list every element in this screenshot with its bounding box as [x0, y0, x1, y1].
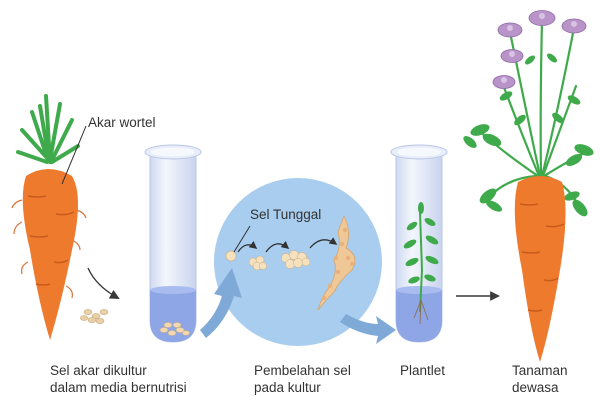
label-step2-line2: pada kultur	[254, 380, 321, 395]
mature-carrot-plant	[463, 10, 594, 362]
label-sel-tunggal: Sel Tunggal	[250, 207, 322, 222]
label-step4-line1: Tanaman	[512, 363, 568, 378]
label-step4: Tanaman dewasa	[512, 362, 568, 396]
cell-cluster-medium	[281, 250, 311, 269]
single-cell	[225, 250, 237, 262]
plantlet	[403, 202, 439, 325]
cells-in-medium-1	[159, 322, 190, 336]
carrot-flowers	[492, 10, 587, 89]
carrot-leaves	[16, 94, 80, 164]
carrot-root-illustration	[11, 94, 87, 340]
test-tube-2	[390, 144, 448, 343]
label-step4-line2: dewasa	[512, 380, 559, 395]
label-step2: Pembelahan sel pada kultur	[254, 362, 351, 396]
arrow-carrot-to-cells	[87, 267, 120, 299]
loose-root-cells	[80, 309, 109, 324]
arrow-circle-to-tube2	[340, 314, 396, 344]
label-step1-line1: Sel akar dikultur	[50, 363, 147, 378]
label-step1: Sel akar dikultur dalam media bernutrisi	[50, 362, 187, 396]
sel-tunggal-pointer	[233, 225, 251, 253]
label-step1-line2: dalam media bernutrisi	[50, 380, 187, 395]
label-akar-wortel: Akar wortel	[88, 115, 156, 130]
label-step2-line1: Pembelahan sel	[254, 363, 351, 378]
callus-tissue	[317, 215, 356, 311]
test-tube-1	[144, 144, 202, 343]
division-arrow-3	[309, 237, 338, 249]
cell-cluster-small	[248, 255, 267, 271]
arrow-tube1-to-circle	[200, 268, 242, 338]
division-arrow-1	[237, 241, 258, 253]
label-step3: Plantlet	[400, 363, 446, 378]
akar-wortel-pointer	[61, 125, 87, 185]
carrot-body	[22, 169, 78, 340]
division-arrow-2	[265, 241, 290, 253]
